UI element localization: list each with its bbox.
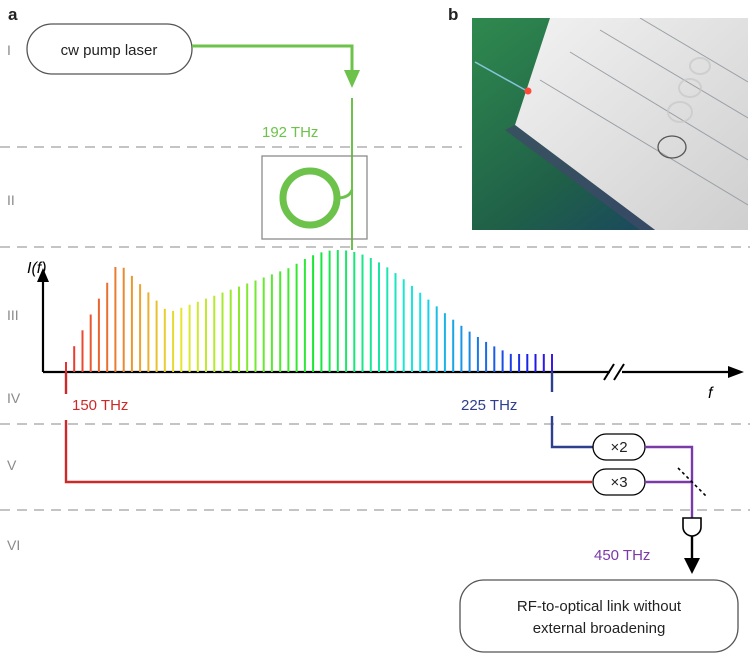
output-box: RF-to-optical link without external broa… [459,579,739,653]
high-frequency-path [550,372,595,449]
multiplier-x3-label: ×3 [610,474,627,491]
multiplier-x2: ×2 [592,433,646,461]
comb-lines [65,250,553,372]
pump-laser-label: cw pump laser [61,42,158,59]
output-box-line-1: RF-to-optical link without [517,598,682,615]
x-axis-label: f [708,385,714,402]
panel-label-a: a [8,5,18,24]
laser-spot [524,87,532,95]
bus-waveguide [336,189,354,200]
ring-in-photo [657,135,687,159]
low-frequency-label: 150 THz [72,397,128,414]
row-label-3: III [7,307,19,323]
photodetector-icon [682,517,702,537]
pump-path [192,44,354,72]
x-axis-arrowhead [728,366,744,378]
spectrum-axes [41,280,730,374]
multiplier-x2-label: ×2 [610,439,627,456]
low-frequency-path [64,372,592,484]
high-frequency-label: 225 THz [461,397,517,414]
y-axis-label: I(f) [27,260,47,277]
output-arrowhead [684,558,700,574]
microring-icon [279,167,341,229]
row-label-6: VI [7,537,20,553]
multiplier-x3: ×3 [592,468,646,496]
chip-photo [472,18,748,230]
panel-label-b: b [448,5,458,24]
y-axis-arrowhead [37,268,49,282]
ring-box [261,155,368,240]
pump-arrowhead [344,70,360,88]
row-label-4: IV [7,390,21,406]
pump-frequency-label: 192 THz [262,124,318,141]
dashed-dividers [0,146,750,511]
doubled-frequency-label: 450 THz [594,547,650,564]
row-label-2: II [7,192,15,208]
pump-laser-box: cw pump laser [26,23,193,75]
row-label-5: V [7,457,17,473]
row-label-1: I [7,42,11,58]
doubled-frequency-path [645,445,694,518]
axis-break-marks [603,363,625,381]
output-box-line-2: external broadening [533,620,666,637]
beam-combiner-icon [677,467,707,497]
